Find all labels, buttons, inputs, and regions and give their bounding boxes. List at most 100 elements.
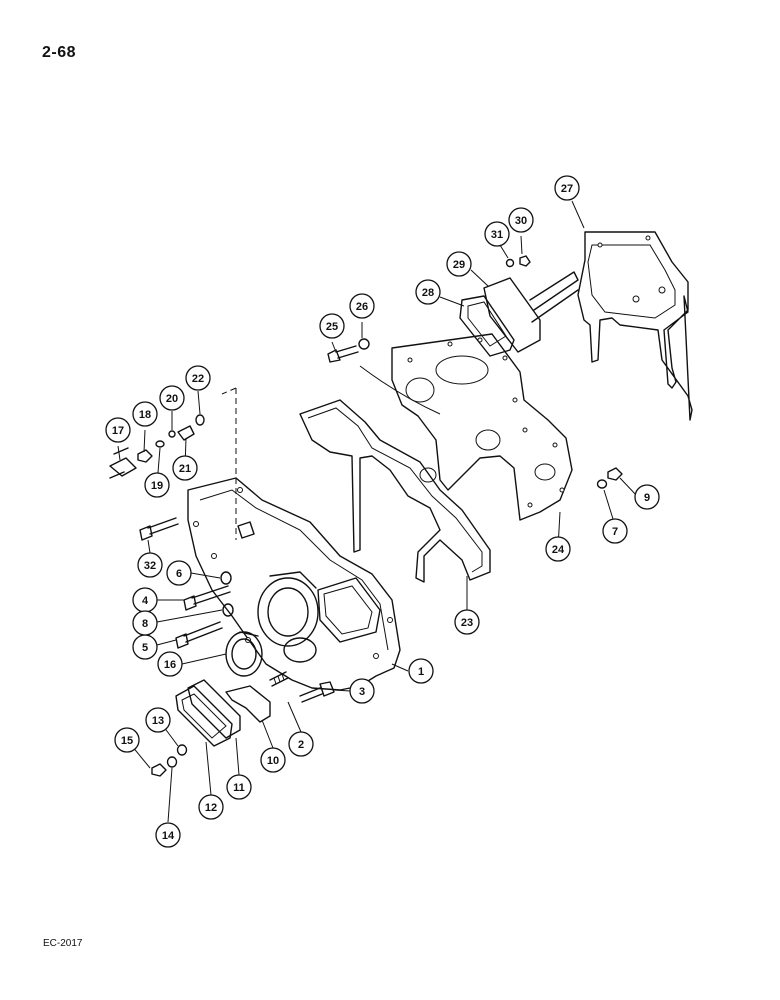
callout-6: 6 xyxy=(166,560,192,586)
svg-text:19: 19 xyxy=(151,480,163,492)
part-26-washer xyxy=(358,338,370,350)
part-18-nut xyxy=(137,449,153,463)
svg-text:27: 27 xyxy=(561,183,573,195)
svg-text:4: 4 xyxy=(142,595,149,607)
svg-text:7: 7 xyxy=(612,526,618,538)
svg-text:15: 15 xyxy=(121,735,133,747)
svg-text:24: 24 xyxy=(552,544,565,556)
callout-32: 32 xyxy=(137,552,163,578)
svg-text:10: 10 xyxy=(267,755,279,767)
callout-2: 2 xyxy=(288,731,314,757)
svg-text:18: 18 xyxy=(139,409,151,421)
callout-13: 13 xyxy=(145,707,171,733)
part-2-stud xyxy=(269,671,289,687)
callout-22: 22 xyxy=(185,365,211,391)
svg-text:23: 23 xyxy=(461,617,473,629)
callout-14: 14 xyxy=(155,822,181,848)
callout-25: 25 xyxy=(319,313,345,339)
part-32-bolt xyxy=(139,517,179,541)
part-9-nut xyxy=(607,467,623,481)
svg-text:22: 22 xyxy=(192,373,204,385)
part-29-cover-plate xyxy=(483,271,579,353)
svg-text:2: 2 xyxy=(298,739,304,751)
svg-text:12: 12 xyxy=(205,802,217,814)
svg-text:11: 11 xyxy=(233,782,245,794)
callout-12: 12 xyxy=(198,794,224,820)
callout-9: 9 xyxy=(634,484,660,510)
part-30-nut xyxy=(519,255,531,267)
part-15-nut xyxy=(151,763,167,777)
callout-31: 31 xyxy=(484,221,510,247)
part-5-bolt xyxy=(175,621,223,649)
callout-26: 26 xyxy=(349,293,375,319)
part-27-gasket xyxy=(577,231,693,421)
callout-24: 24 xyxy=(545,536,571,562)
document-code: EC-2017 xyxy=(43,938,83,949)
callout-11: 11 xyxy=(226,774,252,800)
part-23-gasket xyxy=(299,399,491,583)
svg-text:28: 28 xyxy=(422,287,434,299)
callout-10: 10 xyxy=(260,747,286,773)
svg-text:8: 8 xyxy=(142,618,148,630)
page-number: 2-68 xyxy=(42,44,77,61)
bolt-path-arc xyxy=(359,365,441,415)
part-13-washer xyxy=(176,744,188,756)
callout-27: 27 xyxy=(554,175,580,201)
part-25-bolt xyxy=(327,345,359,363)
svg-text:21: 21 xyxy=(179,463,191,475)
svg-text:31: 31 xyxy=(491,229,503,241)
part-16-seal xyxy=(225,631,263,677)
svg-text:26: 26 xyxy=(356,301,368,313)
part-22-washer xyxy=(195,414,205,426)
part-12-gasket xyxy=(175,685,233,747)
part-17-fitting xyxy=(109,447,137,479)
svg-text:16: 16 xyxy=(164,659,176,671)
part-14-washer xyxy=(166,756,178,768)
part-20-ring xyxy=(168,430,176,438)
callout-21: 21 xyxy=(172,455,198,481)
svg-text:20: 20 xyxy=(166,393,178,405)
part-21-adapter xyxy=(177,425,195,441)
callout-15: 15 xyxy=(114,727,140,753)
part-3-bolt xyxy=(299,681,335,703)
part-6-washer xyxy=(220,571,232,585)
callout-8: 8 xyxy=(132,610,158,636)
svg-text:17: 17 xyxy=(112,425,124,437)
callout-28: 28 xyxy=(415,279,441,305)
callout-16: 16 xyxy=(157,651,183,677)
part-11-cover xyxy=(187,679,241,739)
callout-17: 17 xyxy=(105,417,131,443)
callout-5: 5 xyxy=(132,634,158,660)
svg-text:5: 5 xyxy=(142,642,148,654)
svg-text:13: 13 xyxy=(152,715,164,727)
callout-20: 20 xyxy=(159,385,185,411)
callout-29: 29 xyxy=(446,251,472,277)
svg-text:9: 9 xyxy=(644,492,650,504)
svg-text:25: 25 xyxy=(326,321,338,333)
callout-18: 18 xyxy=(132,401,158,427)
svg-text:1: 1 xyxy=(418,666,424,678)
part-19-ferrule xyxy=(155,440,165,448)
callout-30: 30 xyxy=(508,207,534,233)
svg-text:6: 6 xyxy=(176,568,182,580)
part-24-plate xyxy=(391,333,573,521)
part-1-front-cover xyxy=(187,477,401,691)
svg-text:3: 3 xyxy=(359,686,365,698)
callout-3: 3 xyxy=(349,678,375,704)
part-7-washer xyxy=(596,479,608,489)
callout-19: 19 xyxy=(144,472,170,498)
part-8-washer xyxy=(222,603,234,617)
alignment-line-top xyxy=(221,387,237,395)
callout-23: 23 xyxy=(454,609,480,635)
svg-text:32: 32 xyxy=(144,560,156,572)
svg-text:30: 30 xyxy=(515,215,527,227)
svg-text:29: 29 xyxy=(453,259,465,271)
part-10-bracket xyxy=(225,685,271,723)
callouts: 1 2 3 4 5 6 7 8 9 10 11 12 13 14 15 16 1… xyxy=(105,175,660,848)
svg-text:14: 14 xyxy=(162,830,175,842)
callout-7: 7 xyxy=(602,518,628,544)
callout-4: 4 xyxy=(132,587,158,613)
callout-1: 1 xyxy=(408,658,434,684)
part-4-bolt xyxy=(183,585,231,611)
